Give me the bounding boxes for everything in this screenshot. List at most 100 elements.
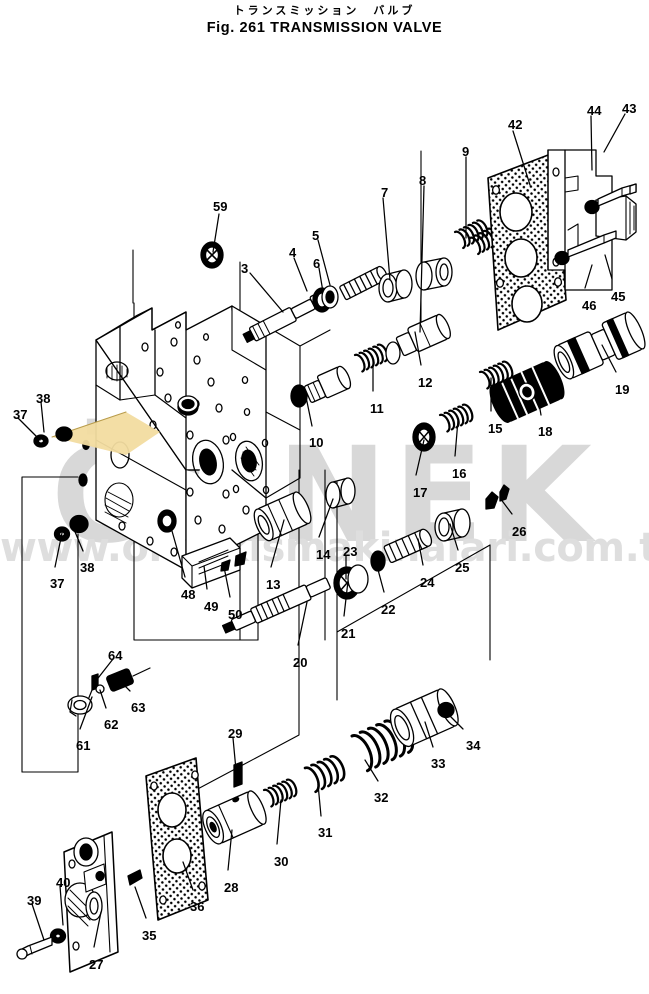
leader-line (318, 267, 324, 293)
callout-number-25: 25 (455, 560, 470, 575)
leader-line (414, 331, 422, 366)
callout-number-30: 30 (274, 854, 289, 869)
callout-number-38: 38 (80, 560, 95, 575)
leader-line (227, 829, 233, 871)
callout-number-19: 19 (615, 382, 630, 397)
callout-number-3: 3 (241, 261, 249, 276)
leader-line (270, 519, 285, 568)
leader-line (212, 213, 220, 253)
callout-number-7: 7 (381, 185, 389, 200)
callout-number-62: 62 (104, 717, 119, 732)
callout-number-39: 39 (27, 893, 42, 908)
leader-line (382, 197, 391, 281)
callout-number-37: 37 (13, 407, 28, 422)
leader-line (419, 185, 425, 333)
callout-number-63: 63 (131, 700, 146, 715)
leader-line (446, 712, 464, 730)
callout-number-61: 61 (76, 738, 91, 753)
callout-number-49: 49 (204, 599, 219, 614)
callout-number-5: 5 (312, 228, 320, 243)
callout-number-59: 59 (213, 199, 228, 214)
leader-line (79, 696, 93, 730)
leader-line (454, 419, 459, 457)
callout-number-42: 42 (508, 117, 523, 132)
callout-number-14: 14 (316, 547, 331, 562)
leader-line (31, 903, 45, 941)
leader-line (223, 566, 231, 598)
leader-line (54, 532, 63, 568)
callout-number-36: 36 (190, 899, 205, 914)
callout-number-24: 24 (420, 575, 435, 590)
leader-line (499, 497, 513, 515)
leader-line (99, 689, 107, 709)
callout-number-11: 11 (370, 401, 384, 416)
callout-number-32: 32 (374, 790, 389, 805)
leader-line (59, 885, 64, 926)
leader-line (364, 759, 379, 782)
callout-number-6: 6 (313, 256, 321, 271)
callout-number-28: 28 (224, 880, 239, 895)
leader-line (134, 886, 147, 919)
callout-number-33: 33 (431, 756, 446, 771)
callout-number-8: 8 (419, 173, 427, 188)
leader-line (113, 674, 131, 692)
callout-number-12: 12 (418, 375, 433, 390)
callout-number-37: 37 (50, 576, 65, 591)
leader-line (512, 130, 531, 186)
leader-line (171, 530, 186, 578)
callout-number-9: 9 (462, 144, 470, 159)
leader-line (317, 239, 331, 286)
leader-line (276, 799, 282, 845)
leader-line (72, 526, 84, 552)
leader-line (297, 601, 308, 646)
leader-line (182, 861, 194, 891)
leader-line (94, 658, 114, 683)
callout-number-21: 21 (341, 626, 356, 641)
callout-number-22: 22 (381, 602, 396, 617)
callout-number-34: 34 (466, 738, 481, 753)
callout-number-16: 16 (452, 466, 467, 481)
leader-line (317, 783, 322, 817)
callout-number-27: 27 (89, 957, 104, 972)
leader-line (232, 737, 237, 771)
callout-number-29: 29 (228, 726, 243, 741)
leader-line (293, 257, 308, 292)
leader-line (249, 272, 284, 313)
leader-line (343, 580, 349, 617)
leader-line (203, 565, 208, 590)
callout-number-40: 40 (56, 875, 71, 890)
callout-number-18: 18 (538, 424, 553, 439)
leader-line (601, 344, 617, 373)
figure-title-japanese: トランスミッション バルブ (233, 4, 416, 17)
callout-number-10: 10 (309, 435, 324, 450)
leader-line (417, 538, 424, 566)
leader-line (424, 721, 434, 748)
leader-line (17, 417, 41, 441)
leader-line (534, 379, 542, 416)
leader-line (40, 401, 45, 433)
leader-line (584, 264, 593, 289)
callout-number-26: 26 (512, 524, 527, 539)
callout-number-44: 44 (587, 103, 602, 118)
leader-line (304, 391, 313, 427)
callout-number-64: 64 (108, 648, 123, 663)
leader-line (449, 523, 459, 551)
leader-line (93, 911, 102, 948)
callout-number-4: 4 (289, 245, 297, 260)
callout-number-35: 35 (142, 928, 157, 943)
callout-number-15: 15 (488, 421, 503, 436)
callout-number-13: 13 (266, 577, 281, 592)
leader-line (604, 254, 613, 280)
leader-line (590, 115, 593, 171)
leader-line (318, 498, 334, 538)
callout-number-17: 17 (413, 485, 428, 500)
figure-title-english: Fig. 261 TRANSMISSION VALVE (206, 20, 443, 36)
callout-number-50: 50 (228, 607, 243, 622)
callout-number-31: 31 (318, 825, 333, 840)
callout-number-45: 45 (611, 289, 626, 304)
callout-number-38: 38 (36, 391, 51, 406)
figure-title-block: トランスミッション バルブ Fig. 261 TRANSMISSION VALV… (0, 4, 649, 37)
callout-number-46: 46 (582, 298, 597, 313)
